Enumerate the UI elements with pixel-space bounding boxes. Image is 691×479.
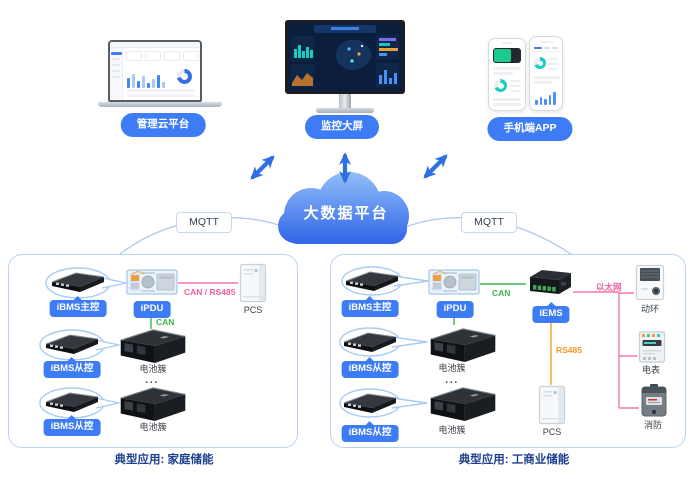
commercial-can-link-label: CAN xyxy=(492,288,511,298)
commercial-battery1-label: 电池簇 xyxy=(438,363,466,373)
laptop-device xyxy=(98,40,222,108)
ibms-slave-module-icon xyxy=(341,329,399,353)
commercial-battery2-label: 电池簇 xyxy=(438,425,466,435)
commercial-storage-caption: 典型应用: 工商业储能 xyxy=(458,454,570,466)
more-clusters-ellipsis: ... xyxy=(445,374,459,386)
mqtt-badge-right: MQTT xyxy=(461,212,517,233)
battery-cluster-icon xyxy=(426,384,500,422)
bar-chart-thumb xyxy=(127,67,169,88)
bus-links xyxy=(150,282,639,409)
power-meter-label: 电表 xyxy=(641,365,661,375)
management-cloud-label: 管理云平台 xyxy=(120,113,206,137)
more-clusters-ellipsis: ... xyxy=(145,374,159,386)
monitor-device xyxy=(285,20,405,115)
ibms-master-module-icon xyxy=(49,269,107,293)
fire-safety-label: 消防 xyxy=(643,420,663,430)
donut-chart-thumb xyxy=(177,69,192,84)
commercial-ibms-slave2-label: iBMS从控 xyxy=(341,421,399,442)
battery-widget-thumb xyxy=(493,48,521,63)
pcs-cabinet-icon xyxy=(538,385,566,425)
home-pcs-label: PCS xyxy=(243,305,263,315)
ipdu-device-icon xyxy=(126,267,178,297)
commercial-iems-label: iEMS xyxy=(532,302,570,323)
monitor-screen-label: 监控大屏 xyxy=(305,115,379,139)
monitor-stand xyxy=(339,94,351,108)
commercial-ipdu-label: iPDU xyxy=(436,301,474,318)
home-ibms-master-label: iBMS主控 xyxy=(49,296,107,317)
donut-chart-thumb xyxy=(534,57,546,69)
commercial-ibms-master-label: iBMS主控 xyxy=(341,296,399,317)
ibms-slave-module-icon xyxy=(43,389,101,413)
cloud-shape xyxy=(278,172,409,244)
home-ibms-slave1-label: iBMS从控 xyxy=(43,357,101,378)
battery-cluster-icon xyxy=(116,384,190,422)
donut-chart-thumb xyxy=(494,79,507,92)
home-storage-caption: 典型应用: 家庭储能 xyxy=(114,454,214,466)
home-ibms-slave2-label: iBMS从控 xyxy=(43,415,101,436)
home-can-link-label: CAN xyxy=(156,317,175,327)
big-data-platform-title: 大数据平台 xyxy=(303,205,389,222)
laptop-dashboard-screen xyxy=(108,40,202,102)
sync-arrows xyxy=(250,152,448,184)
env-monitor-icon xyxy=(635,264,665,301)
monitor-dashboard-screen xyxy=(285,20,405,94)
mqtt-badge-left: MQTT xyxy=(176,212,232,233)
ibms-master-module-icon xyxy=(343,268,401,292)
ibms-slave-module-icon xyxy=(341,390,399,414)
mobile-app-label: 手机端APP xyxy=(487,117,573,141)
home-battery2-label: 电池簇 xyxy=(139,422,167,432)
battery-cluster-icon xyxy=(426,325,500,363)
iems-device-icon xyxy=(527,266,573,300)
commercial-pcs-label: PCS xyxy=(542,427,562,437)
phone-device-1 xyxy=(488,38,526,111)
bar-chart-thumb xyxy=(535,89,559,105)
can-rs485-link-label: CAN / RS485 xyxy=(184,287,236,297)
pcs-cabinet-icon xyxy=(239,263,267,303)
ethernet-link-label: 以太网 xyxy=(596,282,622,292)
env-monitor-label: 动环 xyxy=(640,304,660,314)
rs485-link-label: RS485 xyxy=(556,345,582,355)
home-ipdu-label: iPDU xyxy=(133,301,171,318)
home-battery1-label: 电池簇 xyxy=(139,364,167,374)
ibms-slave-module-icon xyxy=(43,331,101,355)
fire-safety-icon xyxy=(640,383,668,418)
battery-cluster-icon xyxy=(116,326,190,364)
ipdu-device-icon xyxy=(428,267,480,297)
phone-device-2 xyxy=(529,36,563,111)
commercial-ibms-slave1-label: iBMS从控 xyxy=(341,357,399,378)
power-meter-icon xyxy=(638,330,666,364)
